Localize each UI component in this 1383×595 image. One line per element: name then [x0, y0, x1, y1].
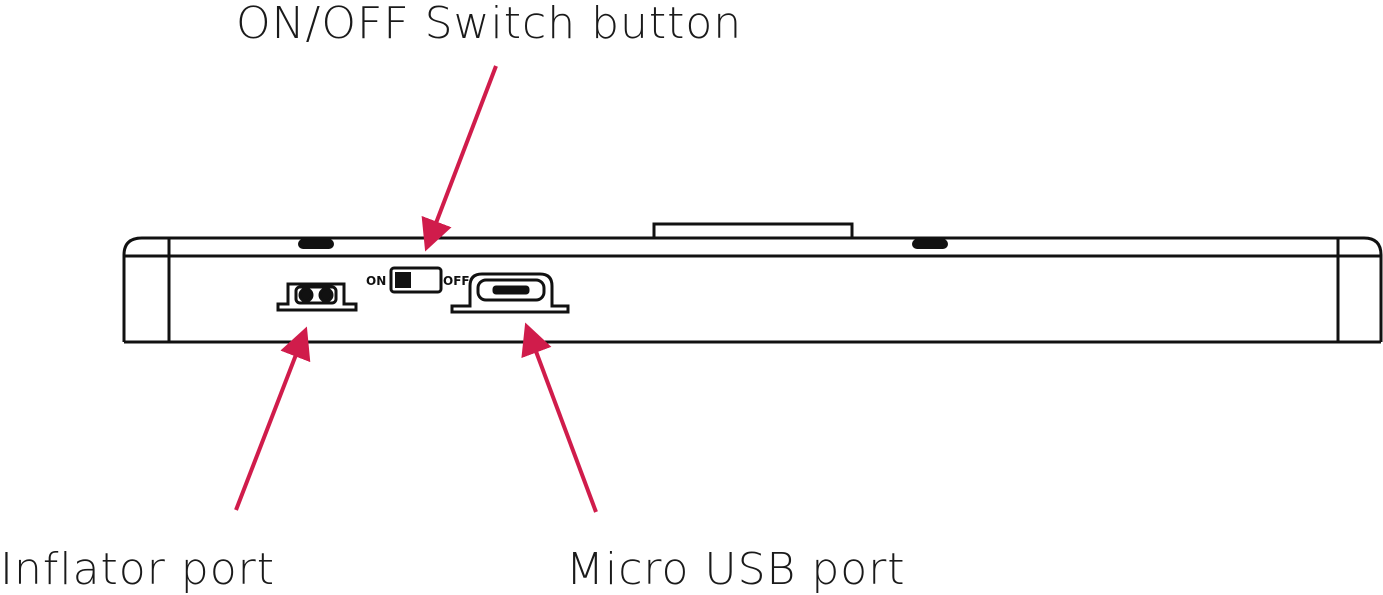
inflator-port: [276, 282, 358, 312]
outer-shell: [122, 236, 1383, 342]
micro-usb-port-label: Micro USB port: [566, 544, 906, 595]
switch-slider: [395, 272, 411, 288]
switch-off-mark: OFF: [443, 274, 470, 288]
power-switch: ON OFF: [366, 266, 470, 294]
callout-arrows: [234, 65, 598, 513]
top-clip: [652, 222, 854, 238]
usb-arrow: [521, 322, 598, 513]
device-body: [122, 222, 1383, 344]
inflator-arrow: [234, 326, 311, 511]
switch-on-mark: ON: [366, 274, 386, 288]
top-foot-right: [912, 239, 948, 249]
top-foot-left: [298, 239, 334, 249]
micro-usb-port: [450, 272, 570, 314]
inflator-port-label: Inflator port: [0, 544, 275, 595]
switch-arrow: [421, 65, 498, 252]
switch-label: ON/OFF Switch button: [236, 0, 743, 49]
